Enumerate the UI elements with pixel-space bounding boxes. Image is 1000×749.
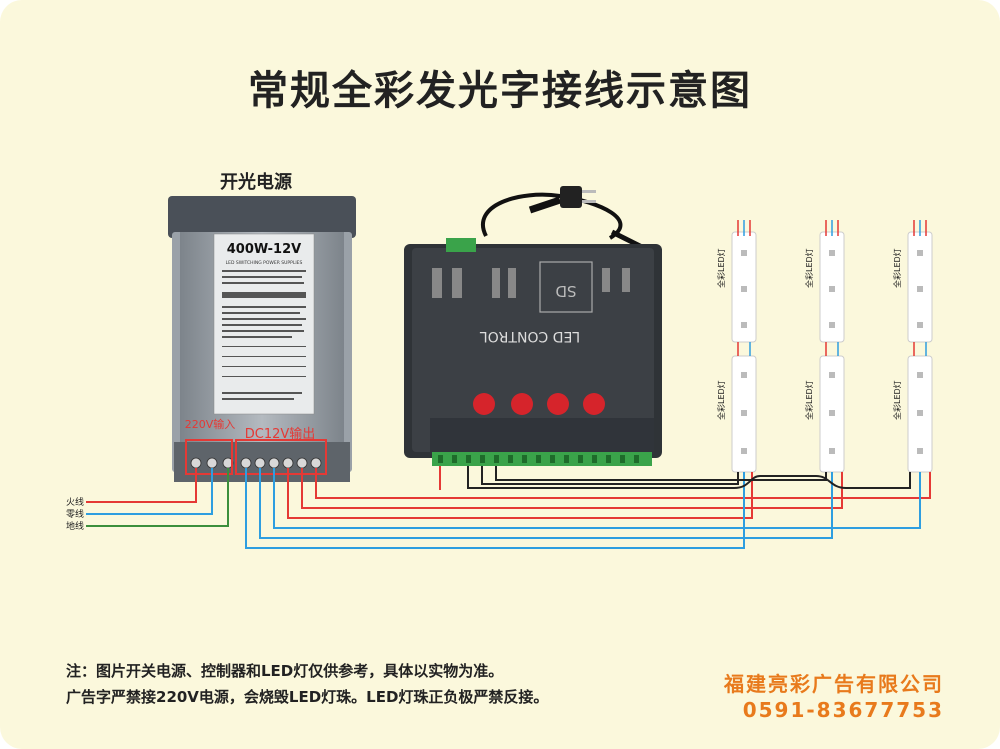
controller-button-2 (511, 393, 533, 415)
controller-terminals (432, 452, 652, 466)
controller-brand: SD (555, 282, 576, 300)
power-cord (481, 192, 623, 240)
controller-button-3 (547, 393, 569, 415)
page-title: 常规全彩发光字接线示意图 (248, 68, 752, 114)
controller-button-4 (583, 393, 605, 415)
note-line-2: 广告字严禁接220V电源，会烧毁LED灯珠。LED灯珠正负极严禁反接。 (66, 688, 549, 706)
strip-label-3b: 全彩LED灯 (892, 380, 902, 420)
psu-input-label: 220V输入 (185, 417, 236, 431)
note-line-1: 注：图片开关电源、控制器和LED灯仅供参考，具体以实物为准。 (66, 662, 504, 680)
strip-label-2b: 全彩LED灯 (804, 380, 814, 420)
controller: SD LED CONTROL (404, 186, 662, 466)
psu-subtitle: LED SWITCHING POWER SUPPLIES (226, 260, 303, 266)
psu-input-box (185, 439, 233, 475)
wire-live-label: 火线 (66, 496, 84, 508)
wire-neutral-label: 零线 (66, 508, 84, 520)
controller-button-1 (473, 393, 495, 415)
company-phone: 0591-83677753 (742, 698, 944, 722)
strip-label-1b: 全彩LED灯 (716, 380, 726, 420)
wiring (86, 466, 931, 549)
controller-logo-frame (539, 261, 593, 313)
company-name: 福建亮彩广告有限公司 (724, 672, 944, 696)
psu-output-box (235, 439, 327, 475)
wire-ground-label: 地线 (66, 520, 84, 532)
strip-label-2a: 全彩LED灯 (804, 248, 814, 288)
strip-label-3a: 全彩LED灯 (892, 248, 902, 288)
led-strips: 全彩LED灯 全彩LED灯 全彩LED灯 全彩LED灯 全彩LED灯 全彩LED… (716, 220, 933, 473)
wire-ground (86, 468, 229, 527)
psu-model: 400W-12V (227, 242, 301, 257)
controller-buttons (473, 393, 605, 415)
wire-live (86, 468, 197, 503)
strip-label-1a: 全彩LED灯 (716, 248, 726, 288)
power-supply: 400W-12V LED SWITCHING POWER SUPPLIES (168, 196, 356, 482)
wire-neutral (86, 468, 213, 515)
power-plug (560, 186, 582, 208)
psu-top-cap (168, 196, 356, 238)
psu-label: 开光电源 (220, 172, 292, 193)
psu-output-label: DC12V输出 (245, 426, 316, 442)
controller-name: LED CONTROL (480, 328, 580, 344)
